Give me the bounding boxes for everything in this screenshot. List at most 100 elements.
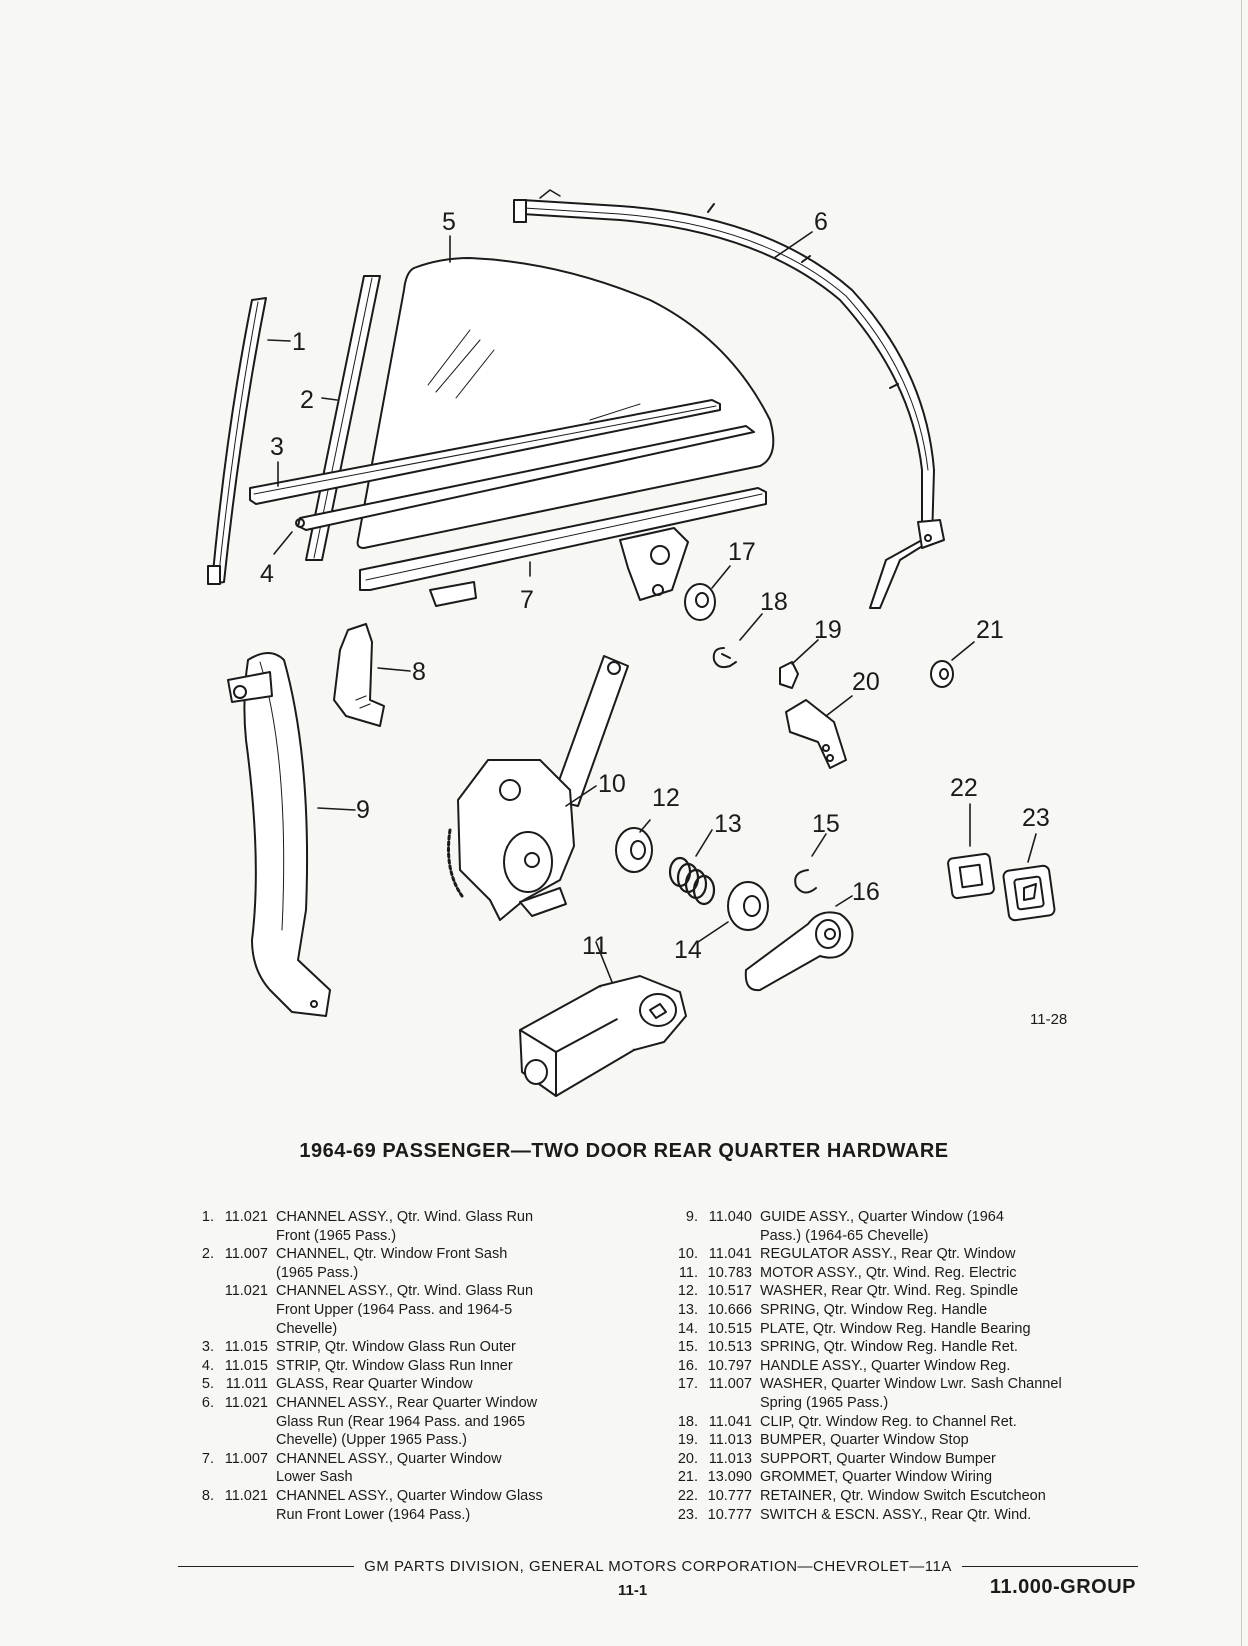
part-number xyxy=(178,1468,218,1487)
part-description: CHANNEL ASSY., Qtr. Wind. Glass Run xyxy=(276,1283,534,1300)
group-number: 11.007 xyxy=(224,1450,268,1467)
callout-16: 16 xyxy=(852,878,880,906)
part-number xyxy=(662,1394,702,1413)
callout-8: 8 xyxy=(412,658,426,686)
group-number xyxy=(218,1468,276,1487)
callout-17: 17 xyxy=(728,538,756,566)
callout-15: 15 xyxy=(812,810,840,838)
part-description: Spring (1965 Pass.) xyxy=(760,1394,889,1411)
group-number: 11.015 xyxy=(224,1357,268,1374)
part-number xyxy=(178,1431,218,1450)
part-description: RETAINER, Qtr. Window Switch Escutcheon xyxy=(760,1487,1046,1504)
part-number xyxy=(178,1282,218,1301)
group-number: 10.783 xyxy=(707,1264,752,1281)
part-4-inner-strip xyxy=(295,425,755,531)
group-number: 11.021 xyxy=(224,1394,268,1411)
group-number: 11.040 xyxy=(708,1209,752,1225)
part-number: 7. xyxy=(201,1450,214,1467)
part-description: Chevelle) xyxy=(276,1320,338,1337)
group-number: 11.041 xyxy=(708,1246,752,1263)
part-18-clip xyxy=(712,647,737,669)
part-description: SUPPORT, Quarter Window Bumper xyxy=(760,1450,996,1467)
group-number: 11.007 xyxy=(708,1376,752,1393)
part-number: 15. xyxy=(677,1339,698,1356)
callout-10: 10 xyxy=(598,770,626,798)
callout-9: 9 xyxy=(356,796,370,824)
part-20-bumper-support xyxy=(785,699,847,769)
group-number: 10.777 xyxy=(707,1487,752,1504)
part-7-lower-sash-channel xyxy=(359,487,767,607)
part-11-motor xyxy=(519,975,687,1097)
part-number: 6. xyxy=(201,1394,214,1411)
part-19-bumper xyxy=(779,661,799,689)
part-22-escutcheon-retainer xyxy=(947,852,995,900)
group-number xyxy=(218,1320,276,1339)
group-number: 11.007 xyxy=(224,1246,268,1263)
callout-6: 6 xyxy=(814,208,828,236)
part-description: SPRING, Qtr. Window Reg. Handle Ret. xyxy=(760,1339,1018,1356)
part-number: 9. xyxy=(685,1209,698,1225)
part-number: 13. xyxy=(677,1301,698,1318)
group-number: 11.021 xyxy=(224,1487,268,1504)
part-number: 19. xyxy=(677,1432,698,1449)
parts-list-row: Chevelle) xyxy=(178,1320,586,1339)
group-number: 10.515 xyxy=(707,1320,752,1337)
part-number: 8. xyxy=(201,1487,214,1504)
callout-23: 23 xyxy=(1022,804,1050,832)
callout-1: 1 xyxy=(292,328,306,356)
group-number xyxy=(218,1506,276,1525)
parts-list-row: (1965 Pass.) xyxy=(178,1264,586,1283)
part-number: 4. xyxy=(201,1357,214,1374)
callout-7: 7 xyxy=(520,586,534,614)
parts-list-row: Lower Sash xyxy=(178,1468,586,1487)
part-16-handle xyxy=(744,911,854,992)
group-number: 13.090 xyxy=(707,1469,752,1486)
part-number xyxy=(178,1227,218,1246)
part-description: CHANNEL, Qtr. Window Front Sash xyxy=(276,1246,508,1263)
part-description: SPRING, Qtr. Window Reg. Handle xyxy=(760,1301,988,1318)
page-edge xyxy=(1241,0,1242,1646)
part-description: CHANNEL ASSY., Quarter Window xyxy=(276,1450,502,1467)
part-17-washer xyxy=(684,583,716,621)
part-description: MOTOR ASSY., Qtr. Wind. Reg. Electric xyxy=(760,1264,1017,1281)
part-number xyxy=(178,1506,218,1525)
part-description: CLIP, Qtr. Window Reg. to Channel Ret. xyxy=(760,1413,1017,1430)
part-10-regulator xyxy=(447,655,629,921)
parts-list-row: 2. 11.007 CHANNEL, Qtr. Window Front Sash xyxy=(178,1245,586,1264)
footer-rule-right xyxy=(961,1566,1138,1567)
part-number xyxy=(178,1413,218,1432)
group-number: 11.013 xyxy=(708,1450,752,1467)
footer: GM PARTS DIVISION, GENERAL MOTORS CORPOR… xyxy=(178,1558,1138,1575)
callout-19: 19 xyxy=(814,616,842,644)
part-13-handle-spring xyxy=(668,856,716,906)
part-14-bearing-plate xyxy=(727,881,769,931)
part-number: 18. xyxy=(677,1413,698,1430)
figure-number: 11-28 xyxy=(1030,1011,1067,1028)
part-number: 11. xyxy=(678,1264,698,1281)
part-17-washer-hole xyxy=(695,592,709,608)
callout-numbers: 1 2 3 4 5 6 7 8 9 10 11 12 13 14 15 16 1… xyxy=(260,208,1067,1028)
part-number: 16. xyxy=(677,1357,698,1374)
part-description: Chevelle) (Upper 1965 Pass.) xyxy=(276,1432,468,1449)
group-number: 10.797 xyxy=(707,1357,752,1374)
part-1-glass-run-channel xyxy=(207,297,267,585)
part-23-switch-escutcheon xyxy=(1002,864,1056,922)
group-number xyxy=(218,1431,276,1450)
part-description: Front (1965 Pass.) xyxy=(276,1227,397,1244)
part-description: CHANNEL ASSY., Quarter Window Glass xyxy=(276,1487,543,1504)
part-description: (1965 Pass.) xyxy=(276,1264,359,1281)
part-number: 2. xyxy=(201,1246,214,1263)
parts-list-row: Front Upper (1964 Pass. and 1964-5 xyxy=(178,1301,586,1320)
group-number: 10.517 xyxy=(707,1283,752,1300)
part-9-window-guide xyxy=(227,652,331,1017)
